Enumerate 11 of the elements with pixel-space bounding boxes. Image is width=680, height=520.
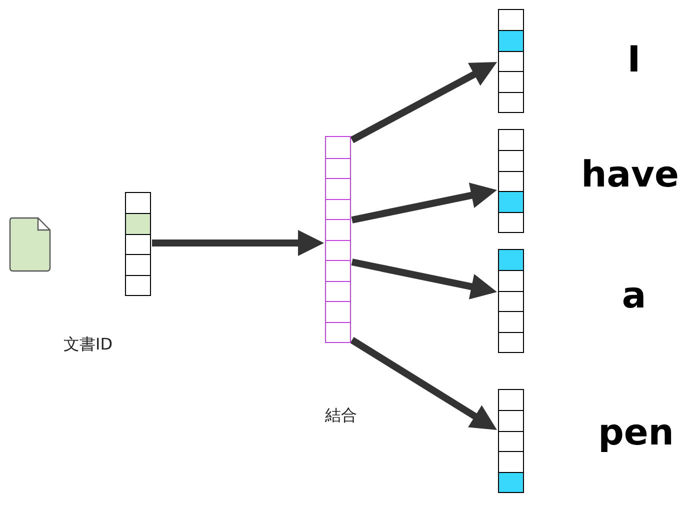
arrow (351, 182, 497, 224)
word-label: I (627, 40, 641, 80)
word-label: a (622, 276, 646, 316)
caption-text: 結合 (325, 406, 357, 426)
word-label: have (581, 154, 679, 196)
arrow (350, 62, 498, 144)
arrow (351, 258, 497, 300)
caption-text: 文書ID (63, 334, 113, 356)
arrow (152, 230, 324, 256)
word-label: pen (598, 412, 674, 454)
arrow (350, 337, 497, 430)
